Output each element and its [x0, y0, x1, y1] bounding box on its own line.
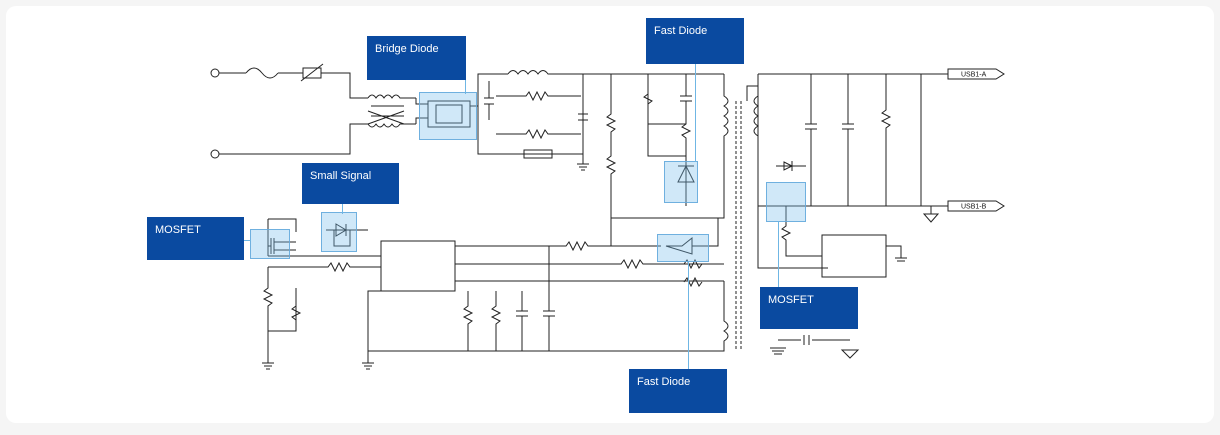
mosfet-right-highlight: [766, 182, 806, 222]
mosfet-right-label: MOSFET: [760, 287, 858, 329]
bridge-rectifier: [427, 100, 471, 128]
fast-diode-top-label: Fast Diode: [646, 18, 744, 64]
usb-b-label: USB1-B: [961, 204, 987, 211]
ac-input-terminal-top: [210, 68, 220, 78]
schematic-canvas: USB1-A USB1-B Bridge Diode Fast Diode Sm…: [6, 6, 1214, 423]
usb-a-port: [947, 68, 1005, 80]
fast-diode-top-leader: [695, 64, 696, 162]
mosfet-right-leader: [778, 221, 779, 287]
pwm-controller-ic: [380, 240, 456, 292]
common-mode-choke: [367, 94, 416, 99]
fast-diode-bottom-leader: [688, 261, 689, 369]
circuit-schematic: USB1-A USB1-B: [210, 63, 1005, 370]
bridge-diode-label: Bridge Diode: [367, 36, 466, 80]
fast-diode-bottom-highlight: [657, 234, 709, 262]
mosfet-left-leader: [243, 240, 251, 241]
small-signal-label: Small Signal: [302, 163, 399, 204]
small-signal-highlight: [321, 212, 357, 252]
mosfet-left-highlight: [250, 229, 290, 259]
resistor: [523, 149, 553, 159]
bridge-diode-highlight: [419, 92, 477, 140]
controller-ic: [821, 234, 887, 278]
ground-symbol: [577, 163, 589, 171]
bridge-diode-leader: [465, 80, 466, 94]
input-inductor: [507, 70, 724, 75]
small-signal-diode-symbol: [326, 223, 368, 247]
fuse: [245, 67, 279, 79]
fast-diode-bottom-label: Fast Diode: [629, 369, 727, 413]
usb-b-port: [947, 200, 1005, 212]
ground-symbol: [922, 206, 940, 223]
cap: [484, 81, 494, 120]
fast-diode-top-highlight: [664, 161, 698, 203]
ac-input-terminal-bottom: [210, 149, 220, 159]
fast-diode-symbol: [677, 156, 695, 206]
small-signal-leader: [342, 202, 343, 214]
mosfet-left-label: MOSFET: [147, 217, 244, 260]
usb-a-label: USB1-A: [961, 72, 987, 79]
